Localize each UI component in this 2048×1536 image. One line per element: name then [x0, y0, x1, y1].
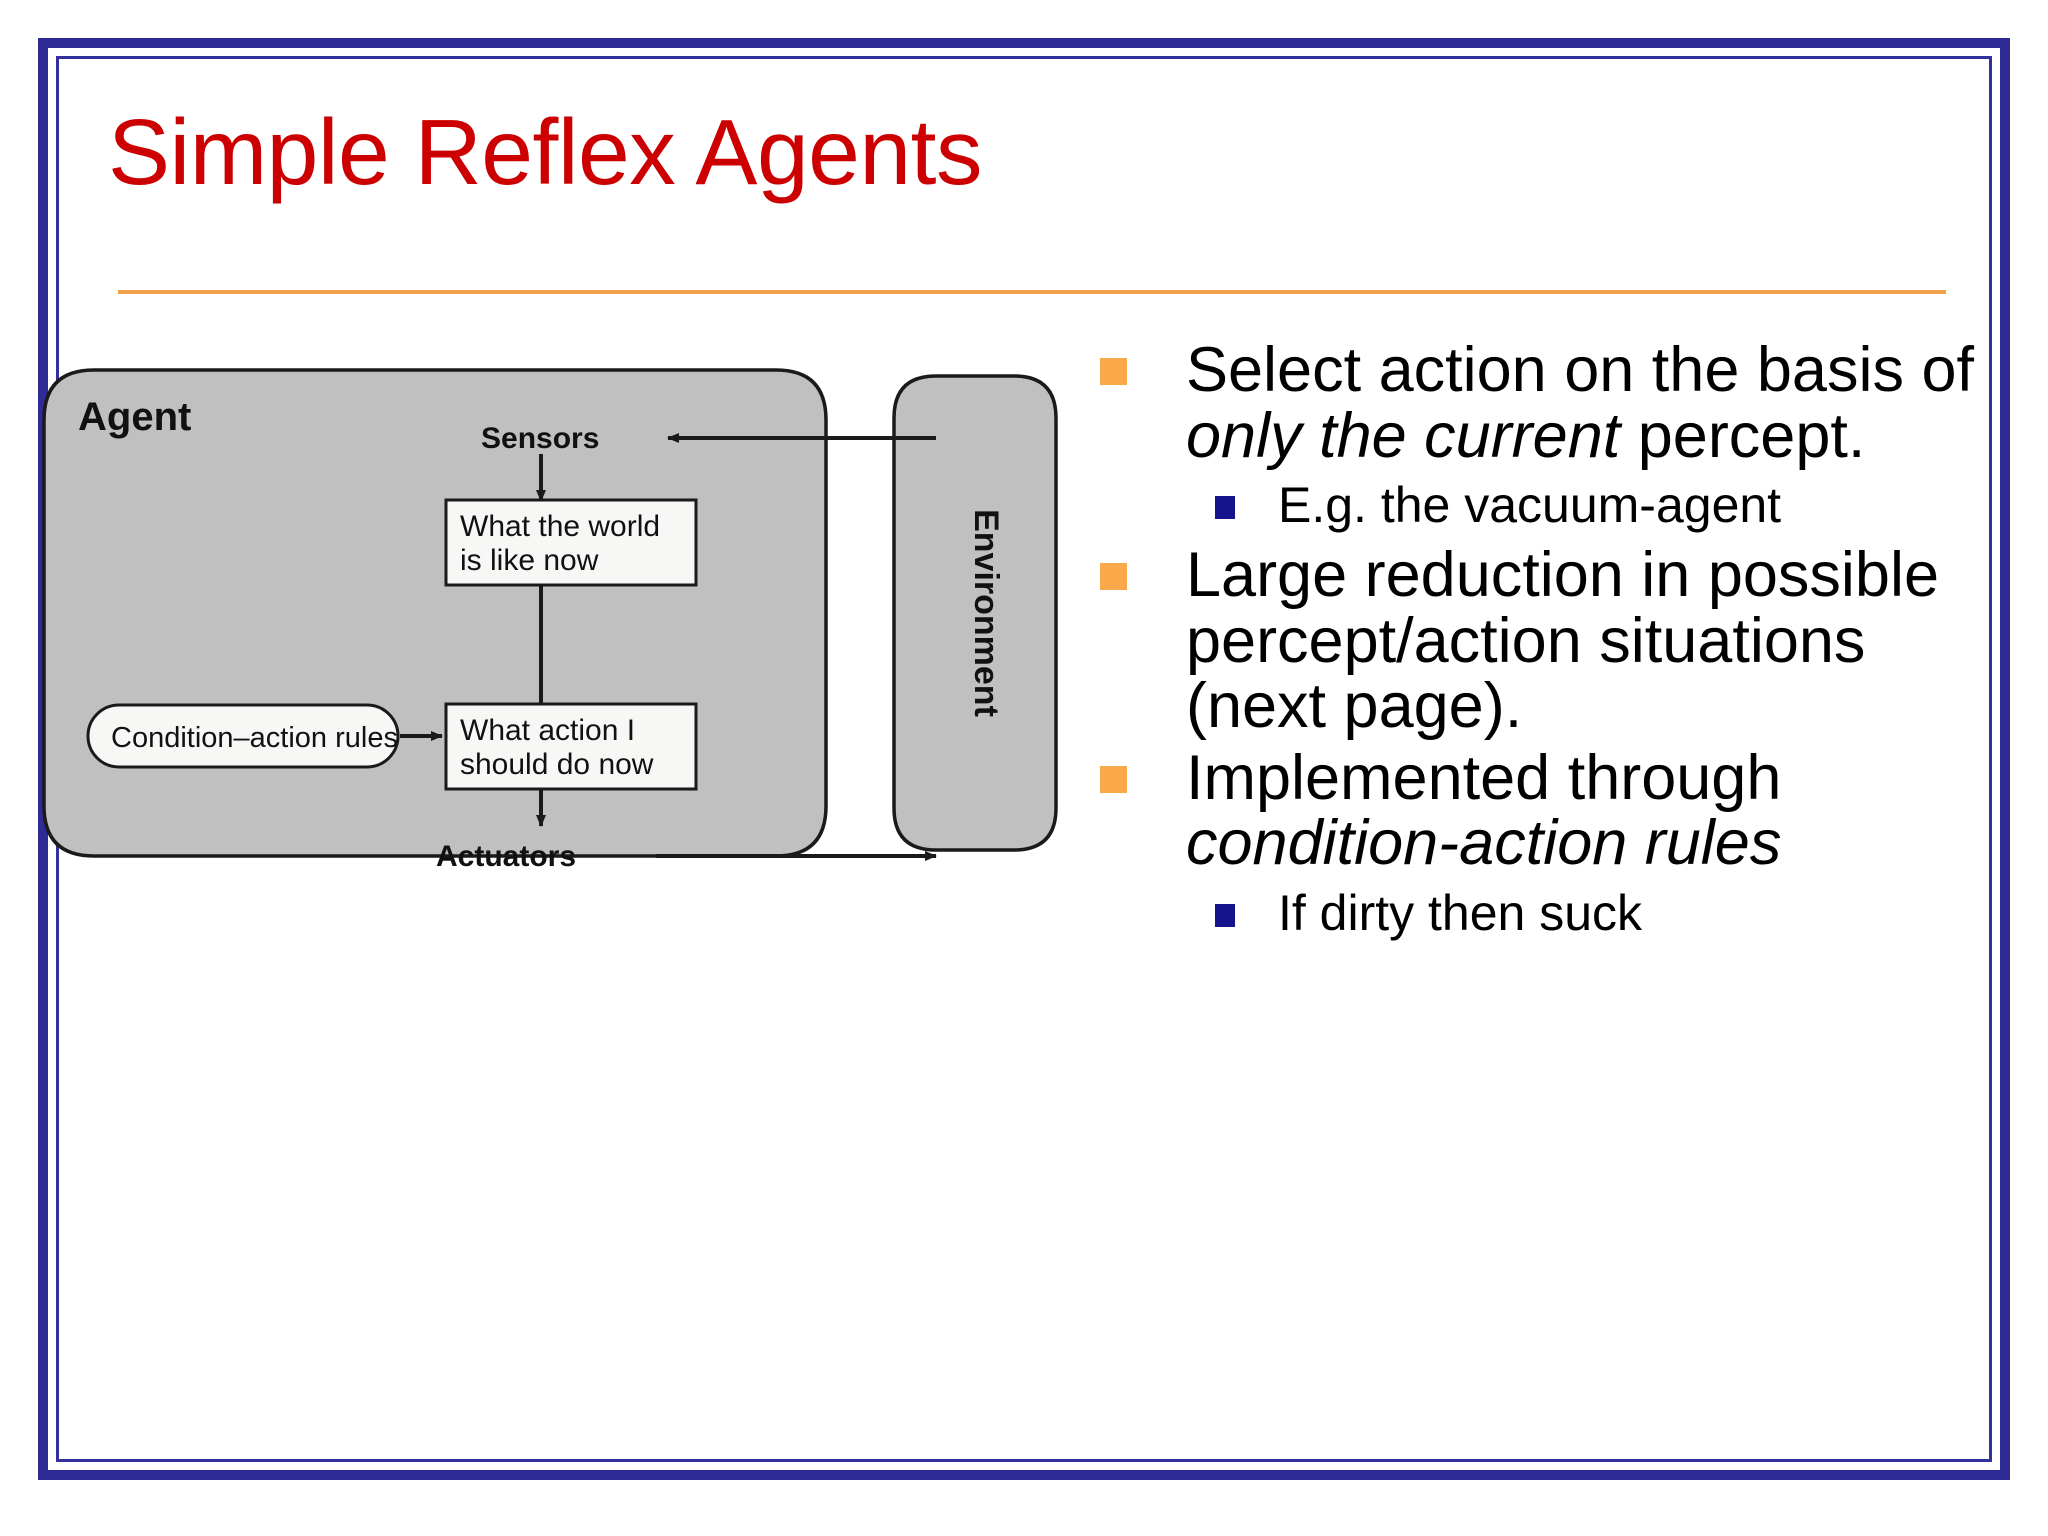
bullet-square-icon — [1100, 563, 1127, 591]
sub-bullet-square-icon — [1215, 903, 1235, 927]
bullet-text-1: Select action on the basis of only the c… — [1186, 335, 1974, 471]
condition-action-rules-node: Condition–action rules — [86, 703, 400, 769]
bullet-text-5: If dirty then suck — [1278, 884, 1643, 941]
what-action-line1: What action I — [460, 714, 635, 747]
bullet-text-4: Implemented through condition-action rul… — [1186, 742, 1782, 879]
what-action-line2: should do now — [460, 748, 654, 781]
sub-bullet-square-icon — [1215, 496, 1235, 520]
simple-reflex-agent-diagram: Agent Sensors What the world is like now… — [36, 358, 1094, 1188]
actuators-label: Actuators — [436, 840, 576, 873]
agent-label: Agent — [78, 395, 191, 439]
bullet-item-3: Large reduction in possible percept/acti… — [1078, 540, 1978, 742]
bullet-item-4: Implemented through condition-action rul… — [1078, 742, 1978, 879]
environment-container — [892, 374, 1058, 852]
bullet-item-2: E.g. the vacuum-agent — [1078, 477, 1978, 533]
what-world-box: What the world is like now — [444, 498, 698, 587]
agent-container — [42, 368, 828, 858]
sensors-label: Sensors — [481, 422, 599, 455]
environment-label: Environment — [967, 509, 1005, 717]
condition-action-rules-label: Condition–action rules — [111, 722, 398, 754]
what-action-box: What action I should do now — [444, 702, 698, 791]
what-world-line2: is like now — [460, 544, 599, 577]
title-divider — [118, 290, 1946, 294]
bullet-list: Select action on the basis of only the c… — [1078, 335, 1978, 951]
bullet-text-3: Large reduction in possible percept/acti… — [1186, 540, 1939, 742]
bullet-text-2: E.g. the vacuum-agent — [1278, 477, 1782, 534]
page-title: Simple Reflex Agents — [108, 100, 982, 204]
what-world-line1: What the world — [460, 510, 660, 543]
bullet-square-icon — [1100, 765, 1127, 793]
bullet-item-5: If dirty then suck — [1078, 885, 1978, 941]
bullet-item-1: Select action on the basis of only the c… — [1078, 335, 1978, 471]
bullet-square-icon — [1100, 358, 1127, 385]
